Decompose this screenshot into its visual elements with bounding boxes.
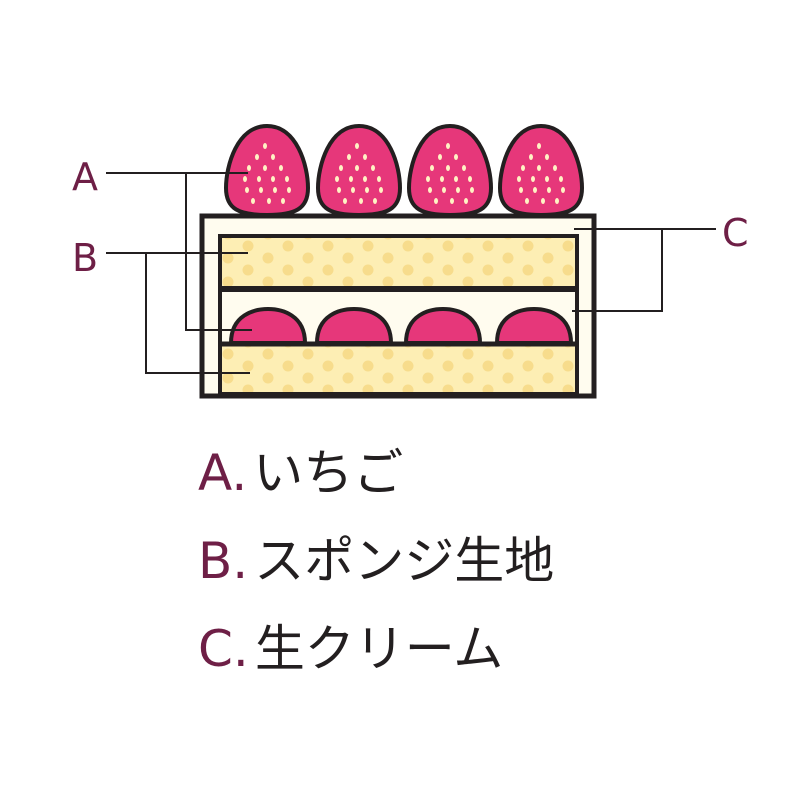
strawberry-seed bbox=[279, 165, 283, 171]
cake-body bbox=[199, 213, 597, 399]
strawberry-seed bbox=[521, 165, 525, 171]
strawberry-seed bbox=[363, 154, 367, 160]
strawberry-seed bbox=[442, 187, 446, 193]
strawberry-seed bbox=[553, 165, 557, 171]
strawberry-seed bbox=[379, 187, 383, 193]
strawberry-seed bbox=[545, 154, 549, 160]
lower-sponge bbox=[218, 342, 579, 396]
strawberry-seed bbox=[281, 198, 285, 204]
leader-b-bottom bbox=[145, 253, 250, 374]
strawberry-seed bbox=[285, 176, 289, 182]
strawberry-seed bbox=[371, 165, 375, 171]
strawberry-seed bbox=[454, 176, 458, 182]
strawberry-seed bbox=[335, 176, 339, 182]
middle-strawberries bbox=[228, 306, 574, 345]
strawberry-seed bbox=[263, 143, 267, 149]
legend-item-a: A. いちご bbox=[198, 448, 554, 536]
strawberry-seed bbox=[245, 187, 249, 193]
legend-term-strawberry: いちご bbox=[253, 444, 404, 502]
strawberry-half-icon bbox=[403, 306, 483, 345]
leader-a-bottom bbox=[185, 173, 252, 331]
strawberry-seed bbox=[446, 143, 450, 149]
strawberry-seed bbox=[561, 187, 565, 193]
legend-letter-a: A. bbox=[198, 444, 248, 502]
strawberry-seed bbox=[355, 165, 359, 171]
top-strawberries bbox=[223, 123, 585, 218]
upper-sponge bbox=[218, 234, 579, 290]
strawberry-seed bbox=[359, 198, 363, 204]
strawberry-seed bbox=[533, 187, 537, 193]
strawberry-seed bbox=[377, 176, 381, 182]
strawberry-seed bbox=[517, 176, 521, 182]
strawberry-seed bbox=[343, 198, 347, 204]
legend-item-b: B. スポンジ生地 bbox=[198, 536, 554, 624]
leader-c-bottom bbox=[572, 229, 663, 312]
leader-lines bbox=[106, 172, 716, 374]
legend-letter-b: B. bbox=[198, 532, 249, 590]
strawberry-seed bbox=[273, 187, 277, 193]
strawberry-seed bbox=[559, 176, 563, 182]
strawberry-seed bbox=[537, 143, 541, 149]
strawberry-seed bbox=[267, 198, 271, 204]
callout-a: A bbox=[72, 155, 98, 199]
strawberry-half-icon bbox=[228, 306, 308, 345]
strawberry-half-icon bbox=[494, 306, 574, 345]
strawberry-seed bbox=[243, 176, 247, 182]
strawberry-seed bbox=[456, 187, 460, 193]
strawberry-seed bbox=[255, 154, 259, 160]
strawberry-seed bbox=[259, 187, 263, 193]
strawberry-seed bbox=[365, 187, 369, 193]
strawberry-seed bbox=[555, 198, 559, 204]
strawberry-seed bbox=[541, 198, 545, 204]
legend-term-cream: 生クリーム bbox=[254, 620, 504, 678]
callout-c: C bbox=[722, 211, 749, 255]
strawberry-seed bbox=[537, 165, 541, 171]
strawberry-seed bbox=[547, 187, 551, 193]
strawberry-seed bbox=[257, 176, 261, 182]
strawberry-seed bbox=[271, 176, 275, 182]
strawberry-seed bbox=[462, 165, 466, 171]
strawberry-seed bbox=[531, 176, 535, 182]
strawberry-icon bbox=[315, 123, 403, 218]
strawberry-seed bbox=[545, 176, 549, 182]
legend-letter-c: C. bbox=[198, 620, 249, 678]
strawberry-seed bbox=[363, 176, 367, 182]
strawberry-seed bbox=[337, 187, 341, 193]
strawberry-seed bbox=[470, 187, 474, 193]
strawberry-seed bbox=[525, 198, 529, 204]
strawberry-seed bbox=[271, 154, 275, 160]
strawberry-seed bbox=[428, 187, 432, 193]
strawberry-icon bbox=[406, 123, 494, 218]
strawberry-seed bbox=[438, 154, 442, 160]
strawberry-seed bbox=[519, 187, 523, 193]
legend: A. いちご B. スポンジ生地 C. 生クリーム bbox=[198, 448, 554, 712]
strawberry-seed bbox=[373, 198, 377, 204]
strawberry-seed bbox=[426, 176, 430, 182]
legend-term-sponge: スポンジ生地 bbox=[254, 532, 555, 590]
strawberry-seed bbox=[287, 187, 291, 193]
strawberry-seed bbox=[263, 165, 267, 171]
strawberry-seed bbox=[351, 187, 355, 193]
strawberry-seed bbox=[339, 165, 343, 171]
callout-b: B bbox=[72, 236, 98, 280]
strawberry-seed bbox=[251, 198, 255, 204]
strawberry-seed bbox=[430, 165, 434, 171]
strawberry-seed bbox=[464, 198, 468, 204]
strawberry-seed bbox=[247, 165, 251, 171]
strawberry-half-icon bbox=[314, 306, 394, 345]
strawberry-seed bbox=[355, 143, 359, 149]
cake-diagram: A B C bbox=[72, 123, 749, 399]
strawberry-seed bbox=[347, 154, 351, 160]
strawberry-seed bbox=[529, 154, 533, 160]
strawberry-seed bbox=[468, 176, 472, 182]
strawberry-seed bbox=[446, 165, 450, 171]
strawberry-seed bbox=[450, 198, 454, 204]
strawberry-icon bbox=[223, 123, 311, 218]
strawberry-seed bbox=[454, 154, 458, 160]
legend-item-c: C. 生クリーム bbox=[198, 624, 554, 712]
strawberry-seed bbox=[349, 176, 353, 182]
strawberry-seed bbox=[440, 176, 444, 182]
strawberry-icon bbox=[497, 123, 585, 218]
strawberry-seed bbox=[434, 198, 438, 204]
